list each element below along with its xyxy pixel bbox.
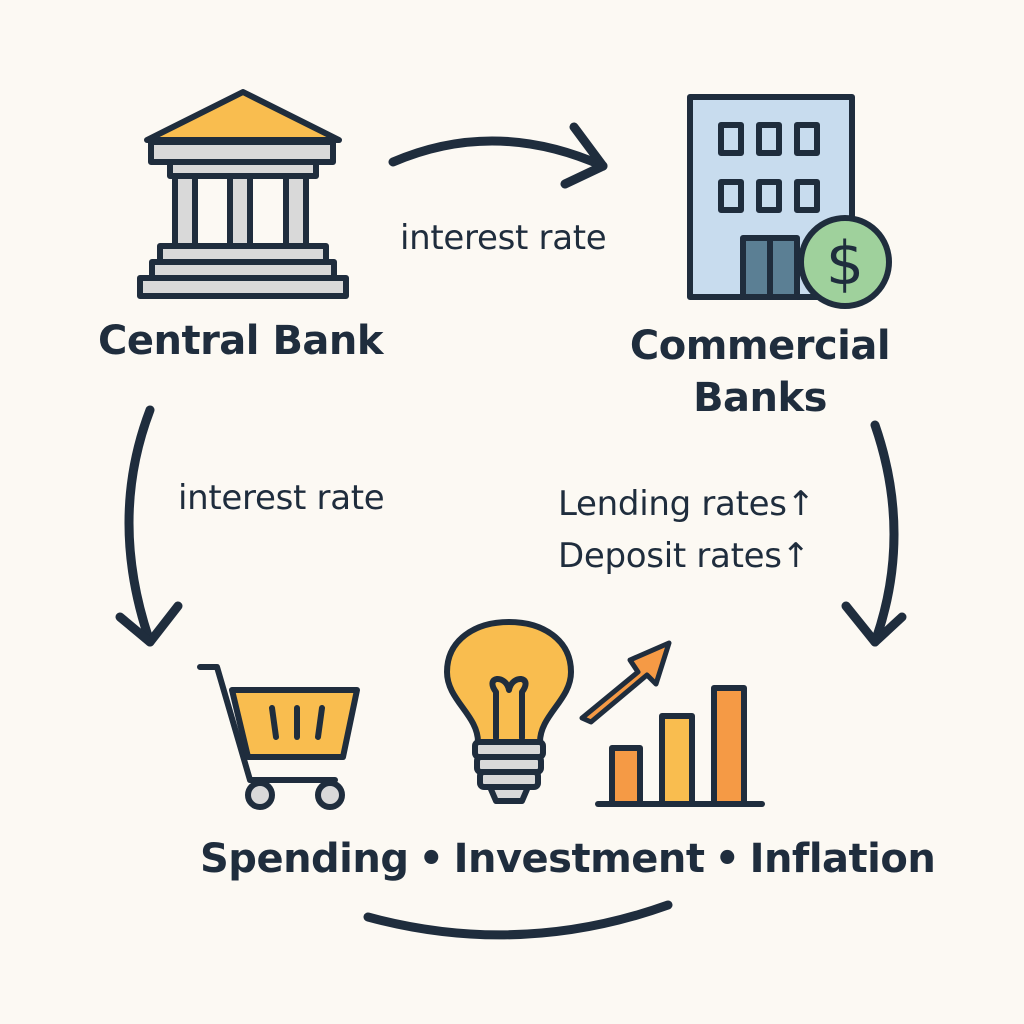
lending-rates-label: Lending rates↑ — [558, 484, 815, 524]
rising-bar-chart-icon — [579, 640, 765, 807]
investment-label: Investment — [453, 836, 705, 882]
arrow-central-to-effects — [124, 405, 155, 647]
economic-effects-label: Spending•Investment•Inflation — [200, 836, 936, 882]
shopping-cart-icon — [197, 664, 360, 810]
central-bank-label: Central Bank — [98, 318, 384, 364]
bank-rates-label: Lending rates↑ Deposit rates↑ — [558, 478, 815, 582]
inflation-label: Inflation — [749, 836, 936, 882]
commercial-banks-line2: Banks — [693, 375, 827, 421]
separator-dot: • — [418, 836, 445, 882]
deposit-rates-label: Deposit rates↑ — [558, 536, 810, 576]
arrow-central-to-commercial — [388, 136, 608, 171]
arrow-bottom-curve — [363, 900, 673, 940]
separator-dot: • — [714, 836, 740, 882]
dollar-coin-icon: $ — [798, 215, 892, 309]
svg-text:$: $ — [826, 229, 864, 299]
spending-label: Spending — [200, 836, 409, 882]
lightbulb-icon — [444, 619, 574, 804]
left-interest-rate-label: interest rate — [178, 478, 385, 518]
commercial-banks-label: Commercial Banks — [600, 320, 920, 424]
commercial-banks-line1: Commercial — [629, 323, 891, 369]
top-interest-rate-label: interest rate — [400, 218, 607, 258]
bank-building-icon — [137, 89, 349, 299]
arrow-commercial-to-effects — [870, 420, 899, 647]
